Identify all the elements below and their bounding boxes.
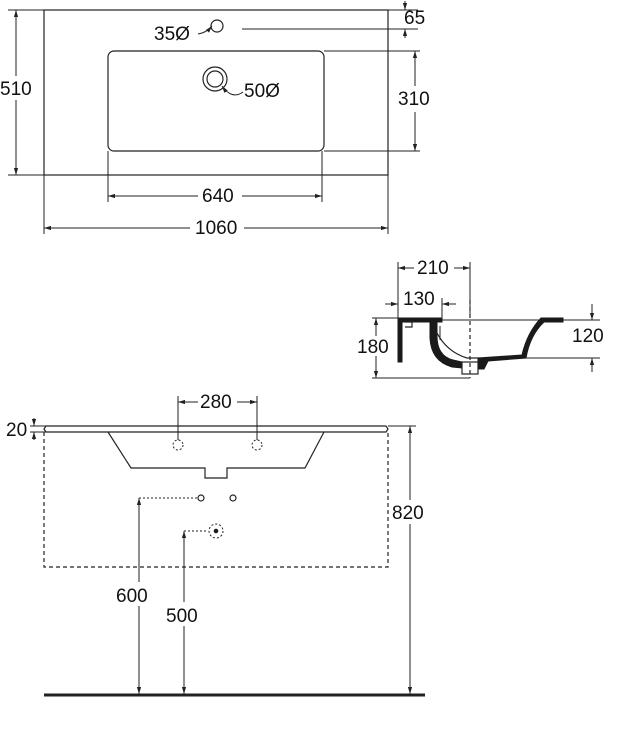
dim-130-label: 130 xyxy=(403,289,435,310)
countertop xyxy=(43,425,389,433)
waste-outlet-center-icon xyxy=(213,528,219,534)
drain-outer-icon xyxy=(202,66,228,92)
waste-outlet-icon xyxy=(208,523,224,539)
dim-120-label: 120 xyxy=(572,326,604,347)
dim-310-label: 310 xyxy=(398,89,430,110)
valve-left-icon xyxy=(197,494,205,502)
basin-profile-inner xyxy=(436,332,480,359)
bowl-underside xyxy=(107,431,325,479)
tap-hole-icon xyxy=(210,19,224,33)
tap-hole-label: 35Ø xyxy=(154,24,190,45)
basin-profile-wall xyxy=(397,317,403,363)
dim-210-label: 210 xyxy=(417,258,449,279)
bowl-outline xyxy=(107,50,325,152)
tap-hole-right-icon xyxy=(251,439,263,451)
basin-profile-back xyxy=(405,321,413,328)
dim-20-label: 20 xyxy=(6,420,27,441)
tap-hole-leader xyxy=(197,25,213,35)
drain-inner-icon xyxy=(206,70,224,88)
dim-65-label: 65 xyxy=(404,8,425,29)
drain-leader xyxy=(221,85,244,96)
tap-hole-left-icon xyxy=(172,439,184,451)
dim-1060-label: 1060 xyxy=(195,218,237,239)
top-view: 35Ø 50Ø 65 310 510 640 1060 xyxy=(0,1,430,239)
front-view: 280 20 820 600 500 xyxy=(6,392,425,697)
side-view: 210 130 180 120 xyxy=(357,258,604,379)
dim-280-label: 280 xyxy=(200,392,232,413)
drain-hole-label: 50Ø xyxy=(244,81,280,102)
dim-500-label: 500 xyxy=(166,606,198,627)
basin-profile-fill xyxy=(396,317,443,323)
basin-outline xyxy=(43,9,389,176)
cabinet-outline xyxy=(43,432,389,568)
dim-820-label: 820 xyxy=(392,503,424,524)
dim-510-label: 510 xyxy=(0,79,32,100)
dim-640-label: 640 xyxy=(202,186,234,207)
valve-right-icon xyxy=(229,494,237,502)
dim-180-label: 180 xyxy=(357,337,389,358)
basin-profile-bowl xyxy=(477,317,564,370)
dim-600-label: 600 xyxy=(116,586,148,607)
